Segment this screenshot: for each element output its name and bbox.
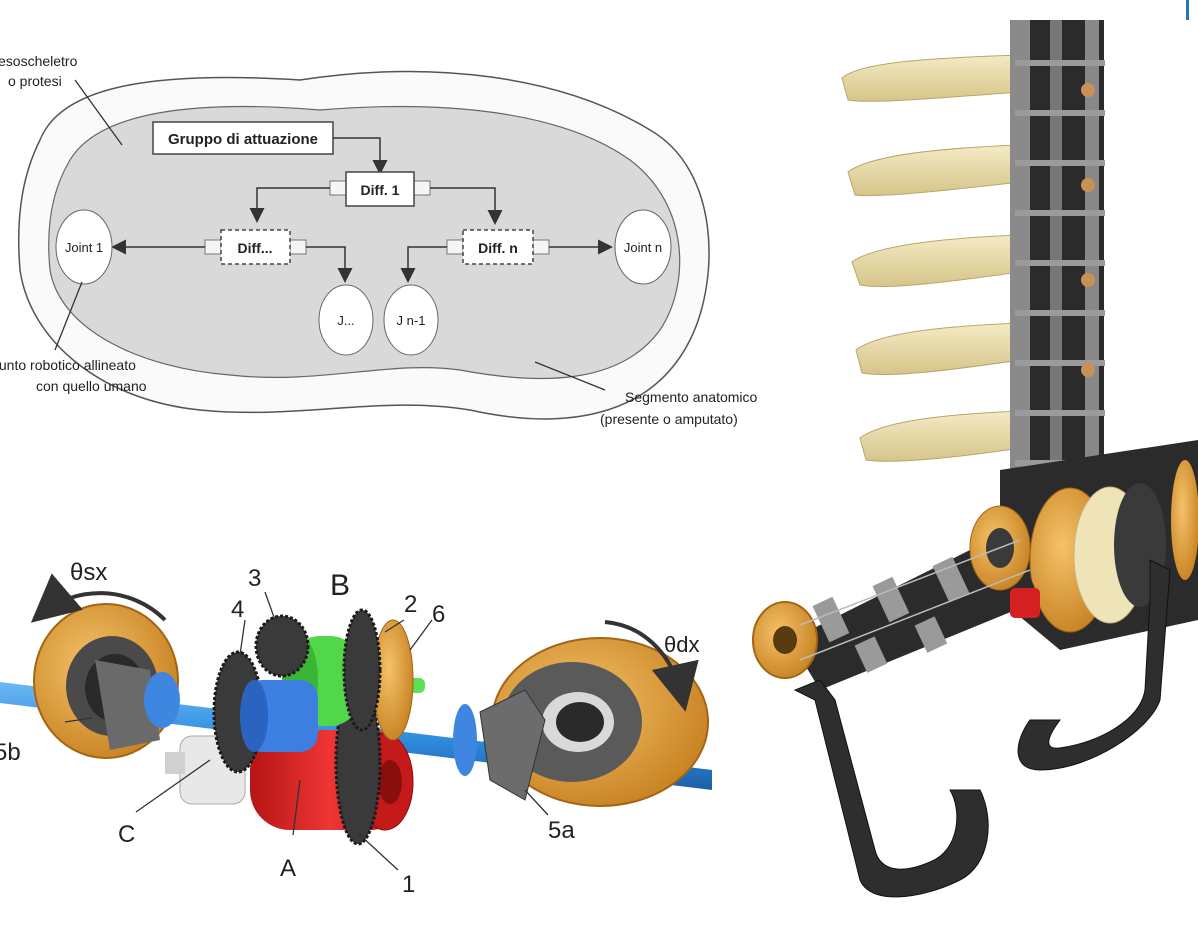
finger-2 bbox=[847, 144, 1021, 197]
arrow-actuation-to-diff1 bbox=[333, 137, 388, 175]
diff-mid-label: Diff... bbox=[238, 240, 273, 256]
label-5b: 5b bbox=[0, 739, 21, 766]
arrow-diff1-left bbox=[249, 187, 330, 223]
actuation-group-box bbox=[152, 121, 334, 155]
joint-mid-circle bbox=[318, 284, 374, 356]
strap-front bbox=[793, 679, 989, 898]
callout-exo-line bbox=[74, 79, 123, 146]
red-actuator bbox=[1010, 588, 1040, 618]
theta-dx-arrow bbox=[604, 620, 699, 712]
theta-dx-label: θdx bbox=[664, 632, 699, 657]
label-c: C bbox=[118, 821, 135, 848]
label-6: 6 bbox=[432, 601, 445, 628]
finger-3 bbox=[851, 234, 1021, 288]
diff-1-box bbox=[345, 171, 415, 207]
label-exo-line1: esoscheletro bbox=[0, 53, 78, 69]
arrow-to-joint-n1 bbox=[400, 246, 447, 283]
gear-2 bbox=[342, 608, 382, 732]
label-segment-line1: Segmento anatomico bbox=[625, 389, 758, 405]
cone-5a bbox=[479, 689, 546, 801]
diff-n-box bbox=[462, 229, 534, 265]
label-2: 2 bbox=[404, 591, 417, 618]
diff-mid-box bbox=[220, 229, 291, 265]
joint-n-label: Joint n bbox=[624, 240, 662, 255]
finger-1 bbox=[841, 54, 1021, 102]
joint-n1-circle bbox=[383, 284, 439, 356]
exoskeleton-render bbox=[752, 20, 1198, 898]
schematic-diagram: Gruppo di attuazione Diff. 1 Diff... Dif… bbox=[0, 53, 758, 427]
joint-n1-label: J n-1 bbox=[397, 313, 426, 328]
label-joint-line1: giunto robotico allineato bbox=[0, 357, 136, 373]
chain-brackets bbox=[812, 556, 970, 673]
gear-3 bbox=[254, 614, 310, 678]
joint-mid-label: J... bbox=[337, 313, 354, 328]
actuation-group-label: Gruppo di attuazione bbox=[168, 131, 318, 148]
joint-1-label: Joint 1 bbox=[65, 240, 103, 255]
label-1: 1 bbox=[402, 871, 415, 898]
anatomical-segment bbox=[48, 105, 681, 380]
diff-n-label: Diff. n bbox=[478, 240, 518, 256]
strap-back bbox=[1017, 559, 1171, 771]
callout-joint-line bbox=[54, 281, 83, 351]
arrow-diff1-right bbox=[430, 187, 503, 225]
corner-marker bbox=[1186, 0, 1189, 20]
label-a: A bbox=[280, 855, 296, 882]
theta-sx-arrow bbox=[30, 573, 167, 623]
finger-4 bbox=[855, 322, 1021, 376]
label-5a: 5a bbox=[548, 817, 575, 844]
finger-5 bbox=[859, 410, 1021, 462]
label-b: B bbox=[330, 569, 350, 602]
label-exo-line2: o protesi bbox=[8, 73, 62, 89]
differential-mechanism: θsx θdx 5b C A 1 4 3 B 2 6 5a bbox=[0, 559, 712, 898]
label-segment-line2: (presente o amputato) bbox=[600, 411, 738, 427]
arrow-to-joint-mid bbox=[306, 246, 353, 283]
joint-n-circle bbox=[614, 209, 672, 285]
theta-sx-label: θsx bbox=[70, 559, 107, 586]
diff-1-label: Diff. 1 bbox=[361, 182, 400, 198]
callout-segment-line bbox=[534, 361, 606, 391]
label-joint-line2: con quello umano bbox=[36, 378, 147, 394]
label-3: 3 bbox=[248, 565, 261, 592]
joint-1-circle bbox=[55, 209, 113, 285]
label-4: 4 bbox=[231, 596, 244, 623]
